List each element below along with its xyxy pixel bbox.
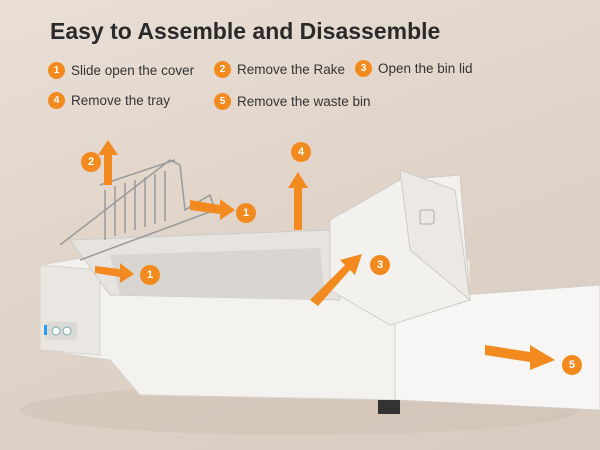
callout-5: 5 <box>562 355 582 375</box>
callout-4: 4 <box>291 142 311 162</box>
step-badge: 4 <box>48 92 65 109</box>
step-label: Remove the waste bin <box>237 94 371 109</box>
callout-1: 1 <box>140 265 160 285</box>
step-1: 1 Slide open the cover <box>48 62 194 79</box>
callout-1: 1 <box>236 203 256 223</box>
step-badge: 5 <box>214 93 231 110</box>
step-4: 4 Remove the tray <box>48 92 170 109</box>
step-2: 2 Remove the Rake <box>214 61 345 78</box>
step-badge: 1 <box>48 62 65 79</box>
step-label: Slide open the cover <box>71 63 195 78</box>
page-title: Easy to Assemble and Disassemble <box>50 18 441 44</box>
step-badge: 3 <box>355 60 372 77</box>
step-label: Open the bin lid <box>378 61 473 76</box>
step-badge: 2 <box>214 61 231 78</box>
step-label: Remove the tray <box>71 93 171 108</box>
step-label: Remove the Rake <box>237 62 346 77</box>
step-5: 5 Remove the waste bin <box>214 93 371 110</box>
callout-2: 2 <box>81 152 101 172</box>
step-3: 3 Open the bin lid <box>355 60 473 77</box>
callout-3: 3 <box>370 255 390 275</box>
